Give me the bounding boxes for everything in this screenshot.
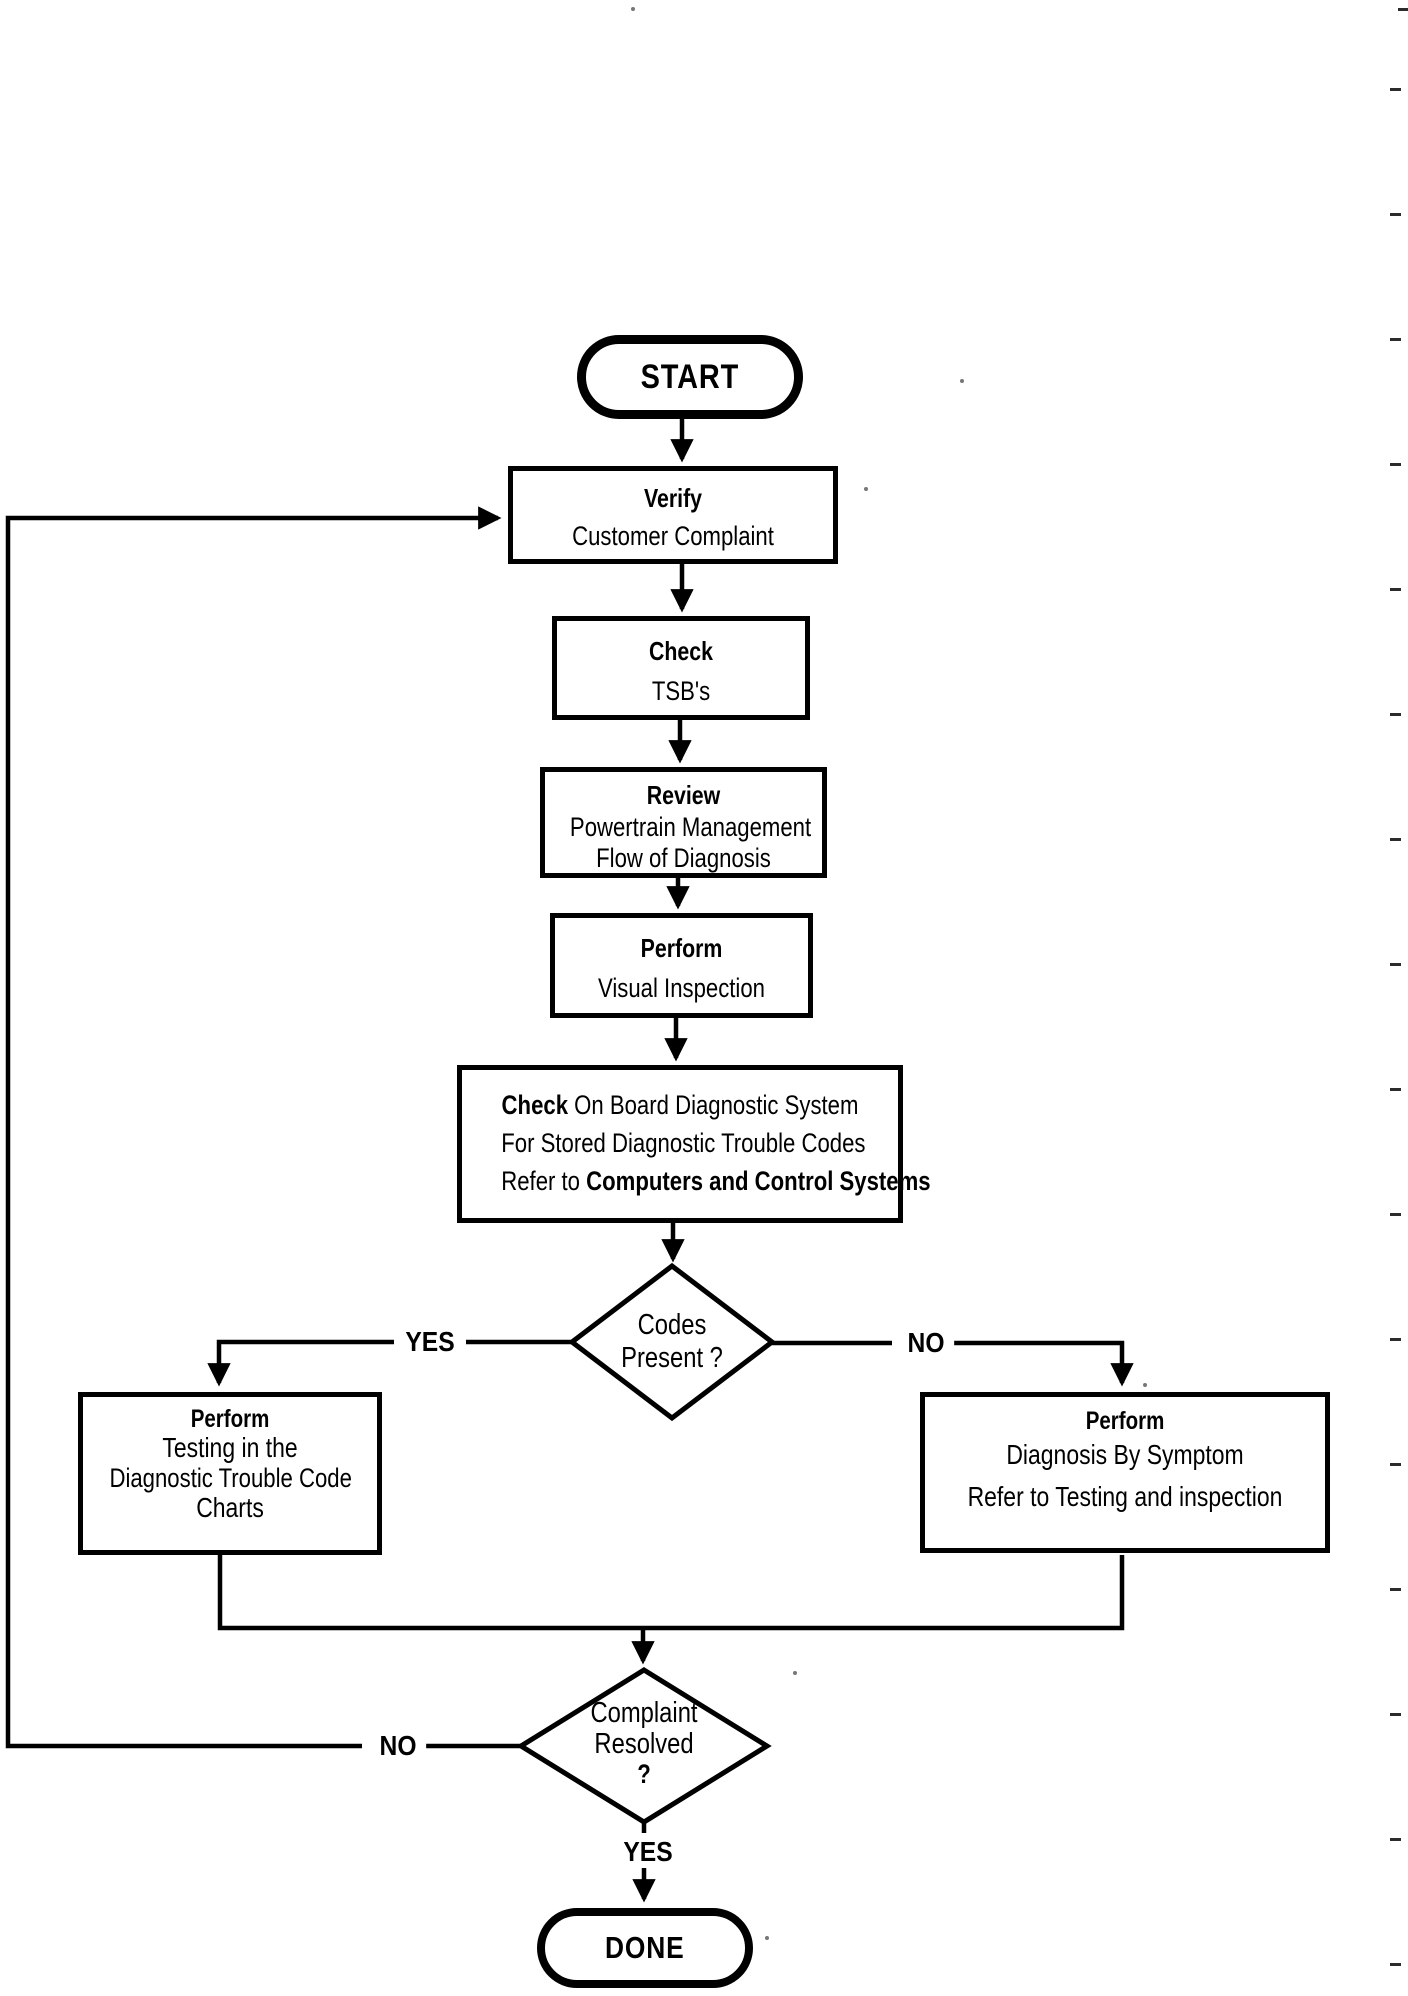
visual-inspection-box: Perform Visual Inspection	[550, 913, 813, 1018]
obd-check-box: Check On Board Diagnostic System For Sto…	[457, 1065, 931, 1223]
resolved-line2: Resolved	[594, 1728, 694, 1760]
symptom-line2: Refer to Testing and inspection	[967, 1481, 1283, 1512]
connector-resolved-no-2	[5, 506, 502, 1749]
codes-yes-label: YES	[400, 1326, 460, 1358]
done-label: DONE	[605, 1930, 685, 1965]
dtc-line1: Testing in the	[162, 1432, 298, 1463]
complaint-resolved-diamond	[516, 1667, 772, 1825]
review-powertrain-box: Review Powertrain Management Flow of Dia…	[540, 767, 827, 878]
review-line2: Flow of Diagnosis	[596, 843, 771, 873]
complaint-resolved-text: Complaint Resolved ?	[494, 1697, 794, 1789]
obd-line2: For Stored Diagnostic Trouble Codes	[501, 1128, 866, 1158]
scan-speck	[765, 1936, 769, 1940]
resolved-yes-label: YES	[618, 1836, 678, 1868]
scan-edge-dash	[1390, 1963, 1401, 1966]
scan-speck	[793, 1671, 797, 1675]
scan-edge-dash	[1390, 838, 1401, 841]
scan-edge-dash	[1390, 1713, 1401, 1716]
scan-edge-dash	[1390, 88, 1401, 91]
dtc-line3: Charts	[196, 1492, 264, 1523]
scan-edge-dash	[1390, 463, 1401, 466]
dtc-line2: Diagnostic Trouble Code	[109, 1463, 352, 1493]
start-terminator: START	[577, 335, 803, 419]
obd-line3-bold: Computers and Control Systems	[586, 1166, 931, 1196]
symptom-line1: Diagnosis By Symptom	[1006, 1439, 1244, 1470]
dtc-charts-box: Perform Testing in the Diagnostic Troubl…	[78, 1392, 382, 1555]
scan-edge-dash	[1390, 338, 1401, 341]
verify-line: Customer Complaint	[572, 521, 774, 551]
scan-edge-dash	[1398, 8, 1408, 11]
scan-speck	[1143, 1383, 1147, 1387]
review-title: Review	[646, 780, 721, 810]
scan-edge-dash	[1390, 963, 1401, 966]
scan-edge-dash	[1390, 713, 1401, 716]
visual-title: Perform	[640, 933, 723, 963]
resolved-line1: Complaint	[590, 1697, 698, 1729]
obd-line1-rest: On Board Diagnostic System	[568, 1090, 859, 1120]
codes-present-line2: Present ?	[621, 1342, 723, 1374]
scan-edge-dash	[1390, 1338, 1401, 1341]
symptom-title: Perform	[1085, 1407, 1165, 1435]
start-label: START	[640, 357, 740, 396]
resolved-no-label: NO	[369, 1730, 427, 1762]
diagnosis-symptom-box: Perform Diagnosis By Symptom Refer to Te…	[920, 1392, 1330, 1553]
done-terminator: DONE	[537, 1908, 753, 1988]
scan-edge-dash	[1390, 1588, 1401, 1591]
check-tsbs-title: Check	[648, 636, 713, 666]
scan-speck	[864, 487, 868, 491]
review-line1: Powertrain Management	[569, 812, 812, 842]
resolved-question-mark: ?	[637, 1759, 651, 1789]
check-tsbs-line: TSB's	[651, 676, 711, 706]
visual-line: Visual Inspection	[598, 973, 765, 1003]
scan-edge-dash	[1390, 1463, 1401, 1466]
scan-edge-dash	[1390, 588, 1401, 591]
scan-speck	[960, 379, 964, 383]
connector-codes-no-2	[952, 1340, 1134, 1387]
obd-line1: Check On Board Diagnostic System	[501, 1086, 859, 1124]
obd-line1-bold: Check	[501, 1090, 569, 1120]
connector-merge	[217, 1555, 1125, 1631]
codes-present-diamond	[567, 1262, 777, 1422]
scan-edge-dash	[1390, 213, 1401, 216]
scan-edge-dash	[1390, 1838, 1401, 1841]
scan-edge-dash	[1390, 1213, 1401, 1216]
connector-codes-yes-2	[207, 1339, 394, 1387]
dtc-title: Perform	[190, 1405, 270, 1433]
codes-present-text: Codes Present ?	[522, 1309, 822, 1375]
codes-no-label: NO	[897, 1327, 955, 1359]
scan-edge-dash	[1390, 1088, 1401, 1091]
obd-line3-prefix: Refer to	[501, 1166, 587, 1196]
verify-complaint-box: Verify Customer Complaint	[508, 466, 838, 564]
check-tsbs-box: Check TSB's	[552, 616, 810, 720]
obd-line3: Refer to Computers and Control Systems	[501, 1162, 930, 1200]
codes-present-line1: Codes	[637, 1309, 707, 1341]
scan-speck	[631, 7, 635, 11]
verify-title: Verify	[643, 483, 703, 513]
